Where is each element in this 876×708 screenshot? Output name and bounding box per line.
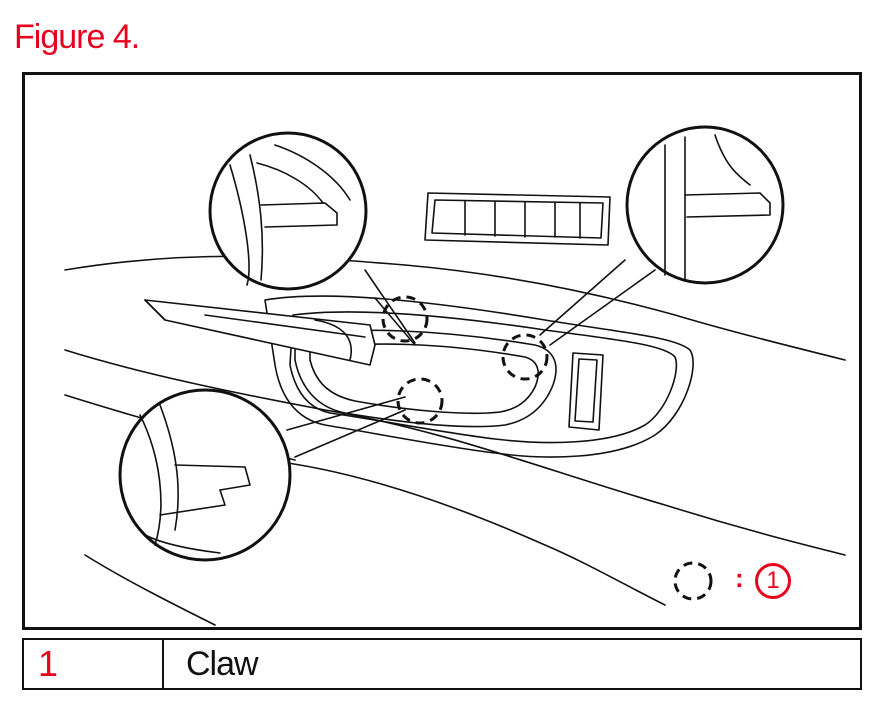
parts-table: 1 Claw — [22, 638, 862, 690]
figure-title: Figure 4. — [14, 18, 140, 56]
parts-table-number-cell: 1 — [24, 640, 164, 688]
claw-marker-right — [501, 333, 549, 381]
claw-removal-illustration — [64, 125, 846, 626]
illustration-frame: : 1 — [22, 72, 862, 630]
parts-table-label-cell: Claw — [186, 644, 259, 683]
legend-number-badge: 1 — [755, 563, 791, 599]
claw-marker-top — [381, 295, 429, 343]
legend-separator: : — [735, 563, 744, 593]
legend-dashed-circle-icon — [673, 561, 713, 601]
claw-marker-bottom — [396, 377, 444, 425]
